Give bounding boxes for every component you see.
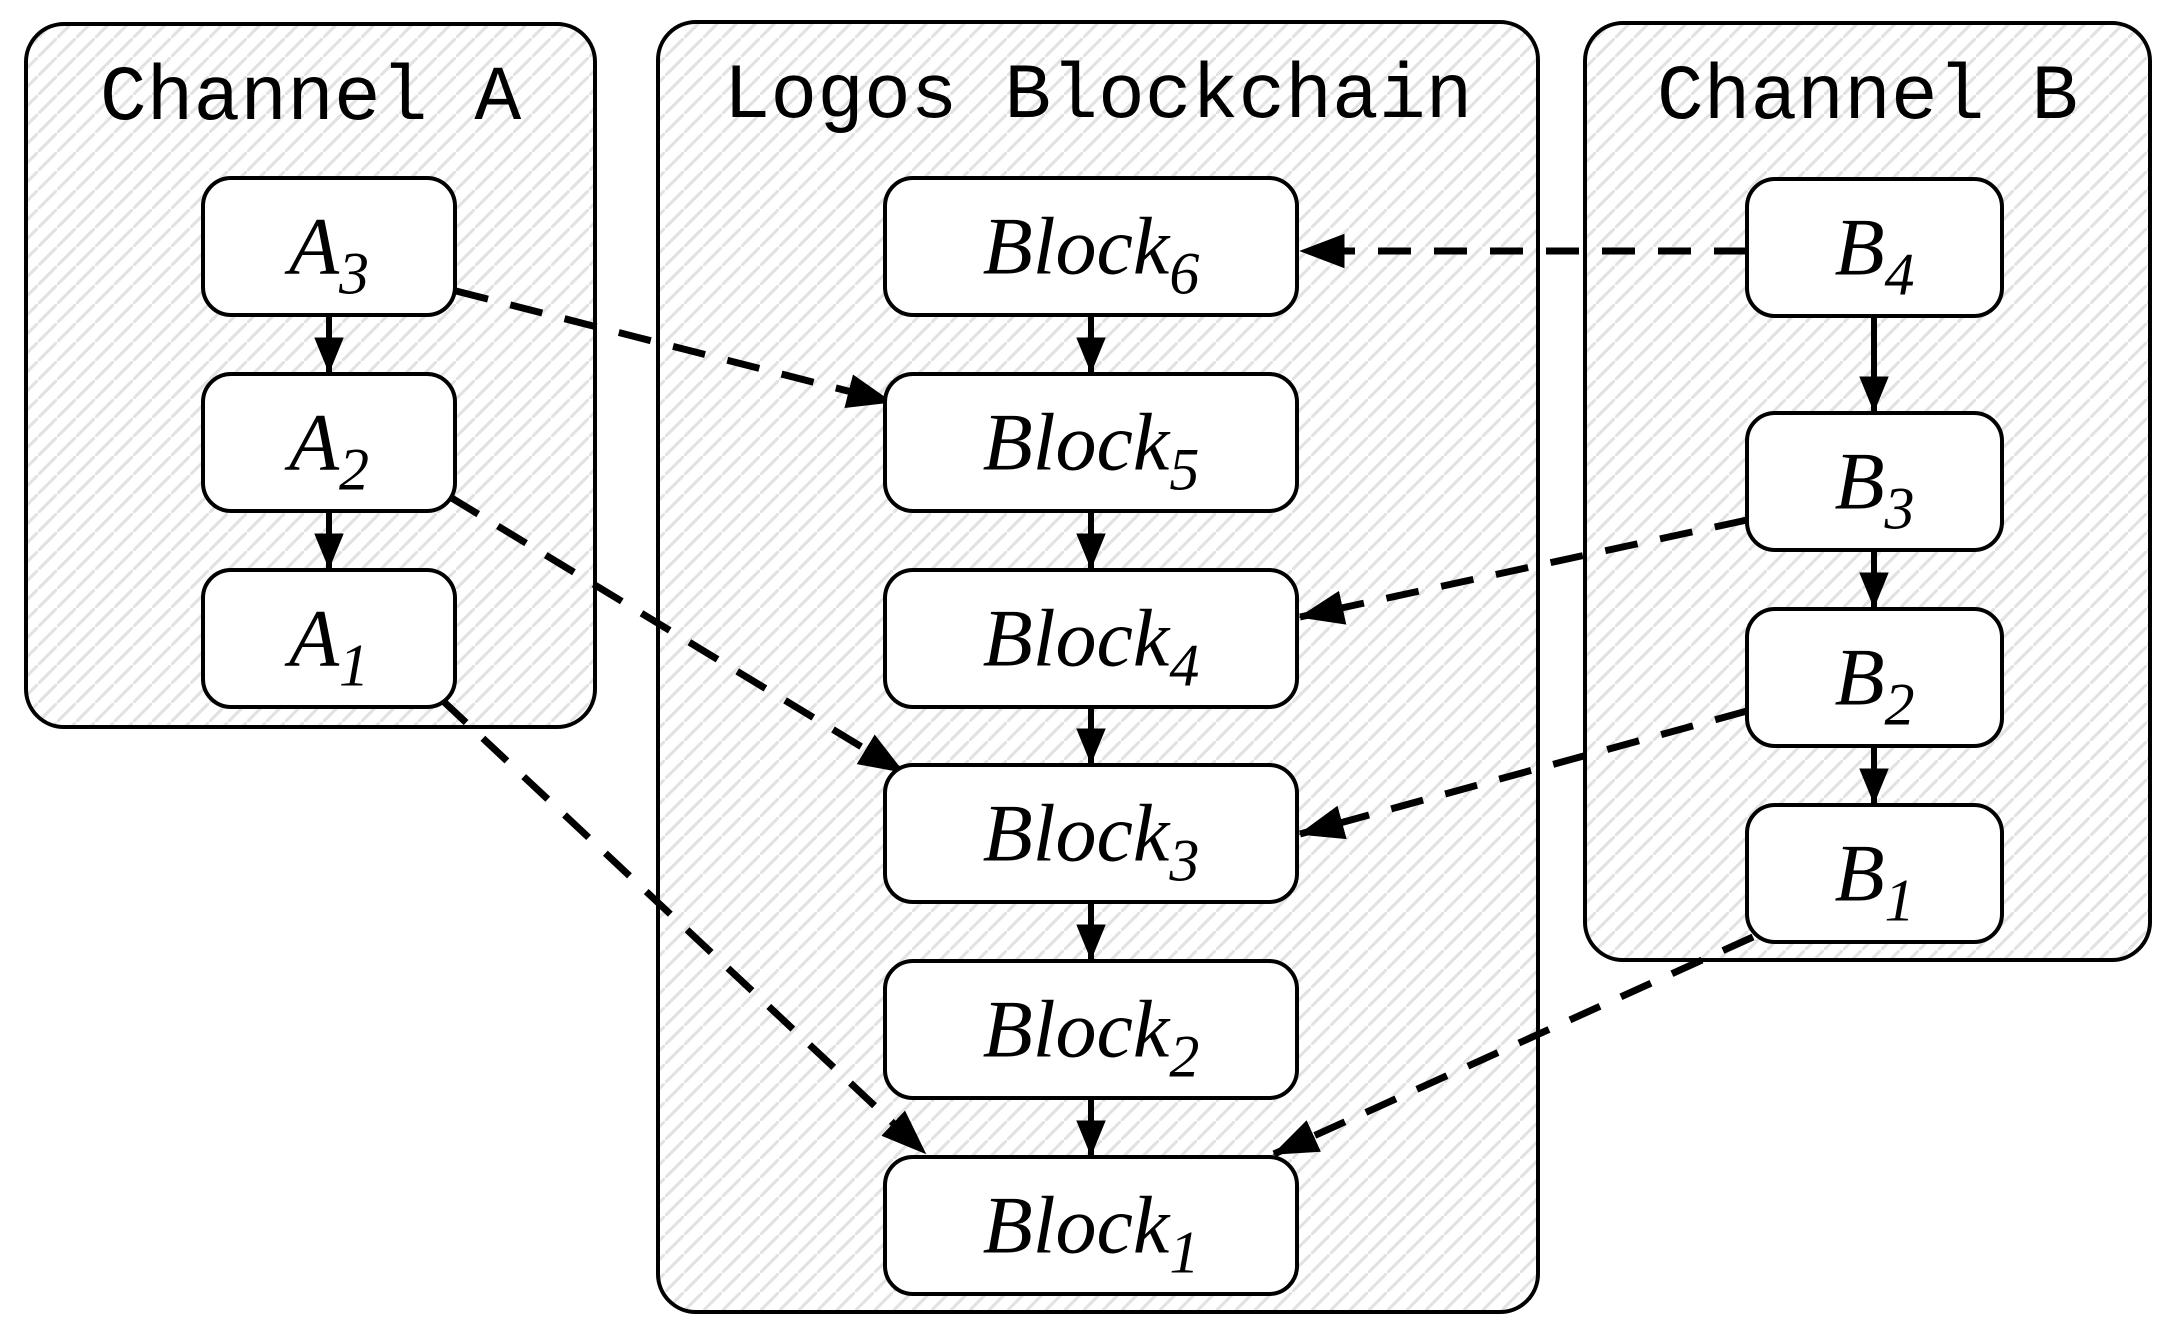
node-label-b2: B2: [1834, 632, 1914, 738]
node-label-block6: Block6: [983, 201, 1200, 307]
node-label-main-block1: Block: [983, 1180, 1171, 1271]
node-label-main-b4: B: [1834, 202, 1884, 293]
node-box-b2: [1745, 607, 2004, 748]
node-box-b1: [1745, 803, 2004, 944]
dashed-edge-b1-to-block1: [1272, 933, 1755, 1158]
container-title-logos-blockchain: Logos Blockchain: [724, 53, 1473, 141]
node-block1: Block1: [883, 1155, 1299, 1296]
node-box-block5: [883, 372, 1299, 513]
node-label-main-block6: Block: [983, 201, 1171, 292]
node-box-block4: [883, 568, 1299, 709]
node-b3: B3: [1745, 411, 2004, 552]
node-label-main-a1: A: [284, 593, 340, 684]
dashed-edge-a3-to-block5: [455, 287, 893, 408]
node-box-a2: [201, 372, 457, 513]
node-box-block3: [883, 763, 1299, 904]
node-box-a1: [201, 568, 457, 709]
node-label-subscript-block3: 3: [1168, 828, 1199, 894]
node-label-block2: Block2: [983, 984, 1200, 1090]
node-a3: A3: [201, 176, 457, 317]
dashed-edge-b2-to-block3: [1298, 707, 1748, 840]
node-label-block4: Block4: [983, 593, 1200, 699]
node-label-a1: A1: [284, 593, 369, 699]
node-box-block1: [883, 1155, 1299, 1296]
node-label-main-b3: B: [1834, 436, 1884, 527]
node-b1: B1: [1745, 803, 2004, 944]
node-label-main-block4: Block: [983, 593, 1171, 684]
node-label-main-b1: B: [1834, 828, 1884, 919]
node-label-subscript-b3: 3: [1884, 476, 1915, 542]
node-b4: B4: [1745, 177, 2004, 318]
node-label-block5: Block5: [983, 397, 1200, 503]
node-block4: Block4: [883, 568, 1299, 709]
node-box-a3: [201, 176, 457, 317]
node-label-subscript-block2: 2: [1169, 1024, 1199, 1090]
node-block5: Block5: [883, 372, 1299, 513]
node-box-b4: [1745, 177, 2004, 318]
node-label-subscript-a2: 2: [339, 437, 369, 503]
dashed-edge-a2-to-block3: [448, 494, 905, 775]
container-title-channel-b: Channel B: [1657, 54, 2078, 142]
node-label-subscript-block5: 5: [1169, 437, 1199, 503]
node-box-block2: [883, 959, 1299, 1100]
node-label-b1: B1: [1834, 828, 1914, 934]
node-label-block1: Block1: [983, 1180, 1200, 1286]
node-label-subscript-a3: 3: [338, 241, 369, 307]
node-b2: B2: [1745, 607, 2004, 748]
node-label-b4: B4: [1834, 202, 1914, 308]
node-label-main-block2: Block: [983, 984, 1171, 1075]
node-block6: Block6: [883, 176, 1299, 317]
node-box-b3: [1745, 411, 2004, 552]
node-label-subscript-b4: 4: [1885, 242, 1915, 308]
node-label-b3: B3: [1834, 436, 1914, 542]
node-label-subscript-block4: 4: [1169, 633, 1199, 699]
node-label-main-block5: Block: [983, 397, 1171, 488]
node-label-subscript-block1: 1: [1169, 1220, 1199, 1286]
node-label-main-a3: A: [284, 201, 340, 292]
node-label-subscript-a1: 1: [339, 633, 369, 699]
node-label-main-b2: B: [1834, 632, 1884, 723]
node-a1: A1: [201, 568, 457, 709]
node-label-a3: A3: [284, 201, 369, 307]
node-block3: Block3: [883, 763, 1299, 904]
node-label-a2: A2: [284, 397, 369, 503]
dashed-edge-b3-to-block4: [1298, 516, 1748, 625]
node-label-subscript-b2: 2: [1885, 672, 1915, 738]
node-a2: A2: [201, 372, 457, 513]
node-label-subscript-block6: 6: [1169, 241, 1199, 307]
node-label-main-block3: Block: [983, 788, 1171, 879]
node-label-subscript-b1: 1: [1885, 868, 1915, 934]
node-label-main-a2: A: [284, 397, 340, 488]
node-block2: Block2: [883, 959, 1299, 1100]
container-title-channel-a: Channel A: [100, 55, 521, 143]
node-box-block6: [883, 176, 1299, 317]
node-label-block3: Block3: [983, 788, 1200, 894]
